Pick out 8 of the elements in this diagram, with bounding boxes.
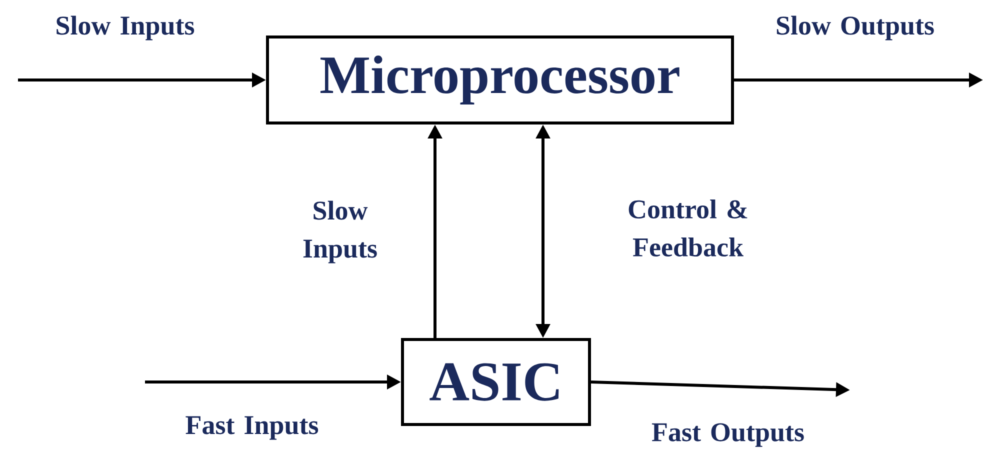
process-box: Microprocessor <box>266 36 734 124</box>
edge-label: Control & Feedback <box>628 200 748 256</box>
edge-label: Fast Outputs <box>652 423 804 447</box>
edge-label: Fast Inputs <box>186 416 318 440</box>
edge-label: Slow Inputs <box>303 200 377 264</box>
edge-label: Slow Outputs <box>776 16 934 40</box>
edge-label: Slow Inputs <box>56 16 194 40</box>
process-box: ASIC <box>401 338 591 426</box>
